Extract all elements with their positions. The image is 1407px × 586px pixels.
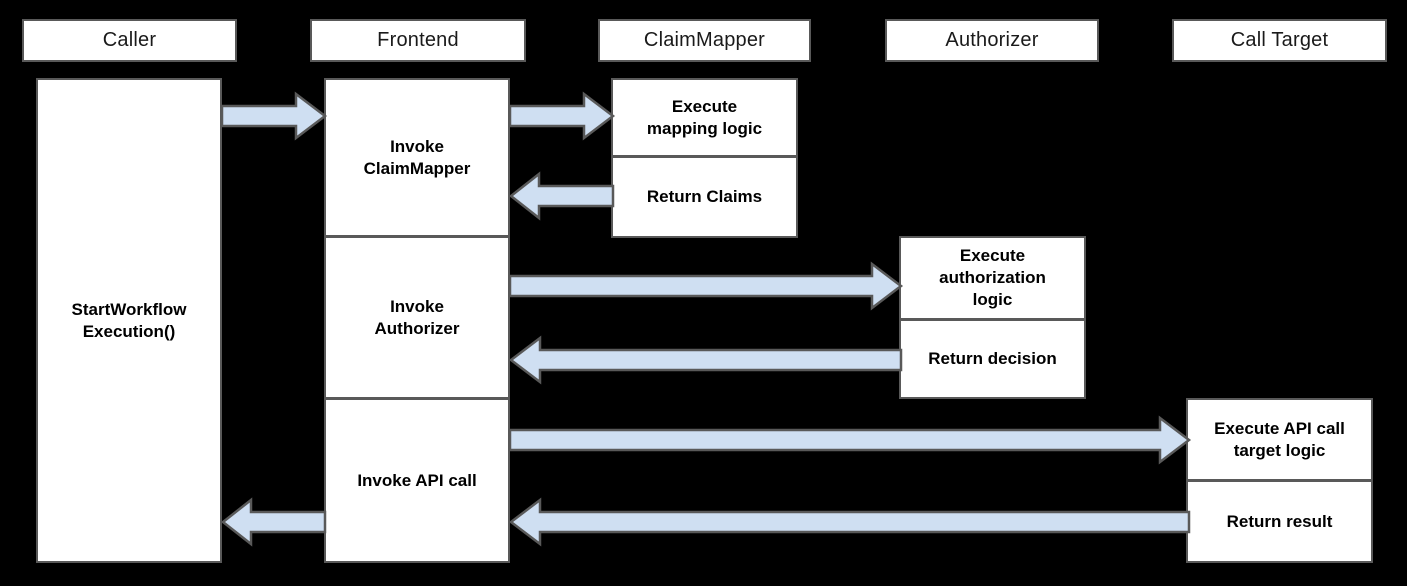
activation-calltarget-return: Return result bbox=[1186, 480, 1373, 563]
activation-frontend-invoke-claimmapper: Invoke ClaimMapper bbox=[324, 78, 510, 237]
activation-authorizer-return-label: Return decision bbox=[928, 349, 1057, 369]
arrow-frontend-to-authorizer bbox=[508, 261, 904, 311]
lane-header-claimmapper: ClaimMapper bbox=[598, 19, 811, 62]
activation-calltarget-execute: Execute API call target logic bbox=[1186, 398, 1373, 481]
lane-header-frontend: Frontend bbox=[310, 19, 526, 62]
arrow-frontend-to-caller bbox=[220, 497, 327, 547]
activation-frontend-invoke-claimmapper-label: Invoke ClaimMapper bbox=[363, 136, 471, 178]
activation-frontend-invoke-api-call-label: Invoke API call bbox=[357, 470, 477, 490]
activation-authorizer-execute: Execute authorization logic bbox=[899, 236, 1086, 320]
arrow-frontend-to-claimmapper bbox=[508, 91, 616, 141]
arrow-frontend-to-calltarget bbox=[508, 415, 1192, 465]
activation-claimmapper-return: Return Claims bbox=[611, 156, 798, 238]
arrow-calltarget-to-frontend bbox=[508, 497, 1191, 547]
lane-header-call-target: Call Target bbox=[1172, 19, 1387, 62]
lane-header-authorizer-label: Authorizer bbox=[945, 29, 1039, 51]
activation-frontend-invoke-api-call: Invoke API call bbox=[324, 398, 510, 563]
activation-caller-start-label: StartWorkflow Execution() bbox=[71, 299, 187, 341]
lane-header-caller: Caller bbox=[22, 19, 237, 62]
activation-authorizer-return: Return decision bbox=[899, 319, 1086, 399]
activation-claimmapper-execute-label: Execute mapping logic bbox=[646, 96, 763, 138]
lane-header-claimmapper-label: ClaimMapper bbox=[643, 29, 766, 51]
lane-header-caller-label: Caller bbox=[102, 29, 157, 51]
activation-authorizer-execute-label: Execute authorization logic bbox=[939, 246, 1046, 309]
lane-header-call-target-label: Call Target bbox=[1230, 29, 1329, 51]
activation-frontend-invoke-authorizer-label: Invoke Authorizer bbox=[374, 296, 460, 338]
arrow-claimmapper-to-frontend bbox=[508, 171, 615, 221]
activation-calltarget-execute-label: Execute API call target logic bbox=[1214, 418, 1345, 460]
arrow-caller-to-frontend bbox=[220, 91, 328, 141]
activation-calltarget-return-label: Return result bbox=[1226, 511, 1333, 531]
activation-caller-start: StartWorkflow Execution() bbox=[36, 78, 222, 563]
arrow-authorizer-to-frontend bbox=[508, 335, 903, 385]
lane-header-frontend-label: Frontend bbox=[377, 29, 459, 51]
lane-header-authorizer: Authorizer bbox=[885, 19, 1099, 62]
activation-frontend-invoke-authorizer: Invoke Authorizer bbox=[324, 236, 510, 399]
activation-claimmapper-execute: Execute mapping logic bbox=[611, 78, 798, 157]
activation-claimmapper-return-label: Return Claims bbox=[646, 187, 763, 207]
